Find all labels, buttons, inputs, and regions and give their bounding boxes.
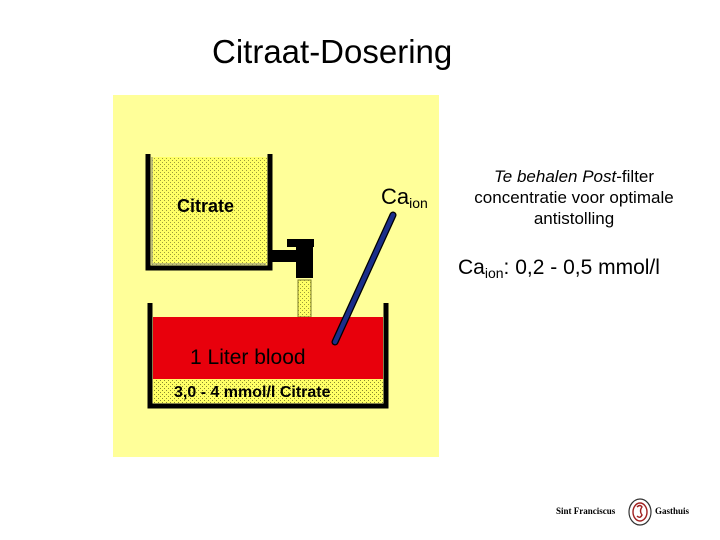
citrate-label: Citrate — [177, 196, 235, 216]
blood-label: 1 Liter blood — [190, 346, 306, 369]
target-italic-a: Te behalen — [493, 167, 578, 186]
slide-title: Citraat-Dosering — [212, 33, 453, 70]
tap-icon — [270, 239, 314, 278]
target-line-2: concentratie voor optimale — [474, 188, 674, 207]
target-italic-b: Post — [582, 167, 617, 186]
ca-range-sub: ion — [484, 265, 504, 281]
citrate-reservoir-fill — [151, 157, 267, 265]
target-line-1: Te behalen Post-filter — [450, 166, 698, 187]
ca-range-value: : 0,2 - 0,5 mmol/l — [503, 256, 660, 279]
logo-right-text: Gasthuis — [655, 506, 690, 516]
ca-label-text: Ca — [381, 184, 410, 209]
citrate-layer — [153, 379, 383, 403]
ca-ion-label: Caion — [381, 184, 428, 211]
hospital-logo: Sint Franciscus Gasthuis — [556, 498, 696, 526]
target-line-3: antistolling — [533, 209, 615, 228]
logo-left-text: Sint Franciscus — [556, 506, 616, 516]
ca-range-text: Caion: 0,2 - 0,5 mmol/l — [458, 256, 660, 281]
ca-range-prefix: Ca — [458, 256, 485, 279]
citrate-stream — [297, 279, 312, 318]
blood-concentration-label: 3,0 - 4 mmol/l Citrate — [174, 384, 331, 401]
seal-icon — [628, 498, 652, 526]
target-rest: -filter — [616, 167, 655, 186]
citrate-reservoir-walls — [145, 154, 273, 271]
target-description: Te behalen Post-filter concentratie voor… — [450, 166, 698, 229]
ca-label-sub: ion — [409, 195, 428, 211]
blood-container-walls — [147, 303, 389, 409]
